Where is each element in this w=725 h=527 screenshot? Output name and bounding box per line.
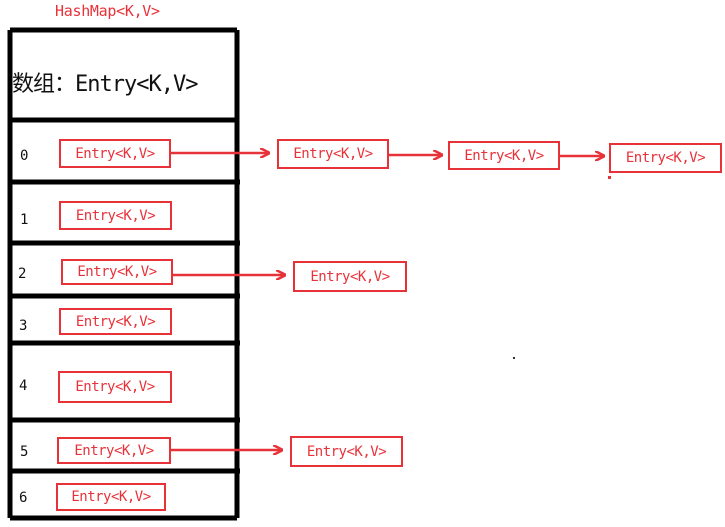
bucket-index-3: 3 xyxy=(19,318,28,334)
bucket-entry-6: Entry<K,V> xyxy=(56,483,166,511)
bucket-index-1: 1 xyxy=(20,212,29,228)
chain-entry-0-2: Entry<K,V> xyxy=(448,141,560,170)
bucket-entry-0: Entry<K,V> xyxy=(59,139,171,168)
bucket-index-4: 4 xyxy=(19,378,28,394)
bucket-entry-5: Entry<K,V> xyxy=(57,437,171,464)
chain-entry-2-1: Entry<K,V> xyxy=(293,261,407,292)
bucket-entry-2: Entry<K,V> xyxy=(61,259,173,285)
chain-entry-5-1: Entry<K,V> xyxy=(290,436,403,467)
stray-dot xyxy=(608,176,611,179)
bucket-entry-4: Entry<K,V> xyxy=(58,371,172,403)
bucket-entry-3: Entry<K,V> xyxy=(59,308,172,335)
chain-entry-0-3: Entry<K,V> xyxy=(609,143,722,173)
bucket-index-6: 6 xyxy=(19,490,28,506)
bucket-index-0: 0 xyxy=(20,148,29,164)
chain-entry-0-1: Entry<K,V> xyxy=(277,139,389,169)
bucket-index-5: 5 xyxy=(20,444,29,460)
bucket-index-2: 2 xyxy=(18,266,27,282)
array-header: 数组：Entry<K,V> xyxy=(12,72,198,97)
stray-dot xyxy=(513,357,515,359)
bucket-entry-1: Entry<K,V> xyxy=(59,201,172,230)
diagram-title: HashMap<K,V> xyxy=(55,2,160,20)
